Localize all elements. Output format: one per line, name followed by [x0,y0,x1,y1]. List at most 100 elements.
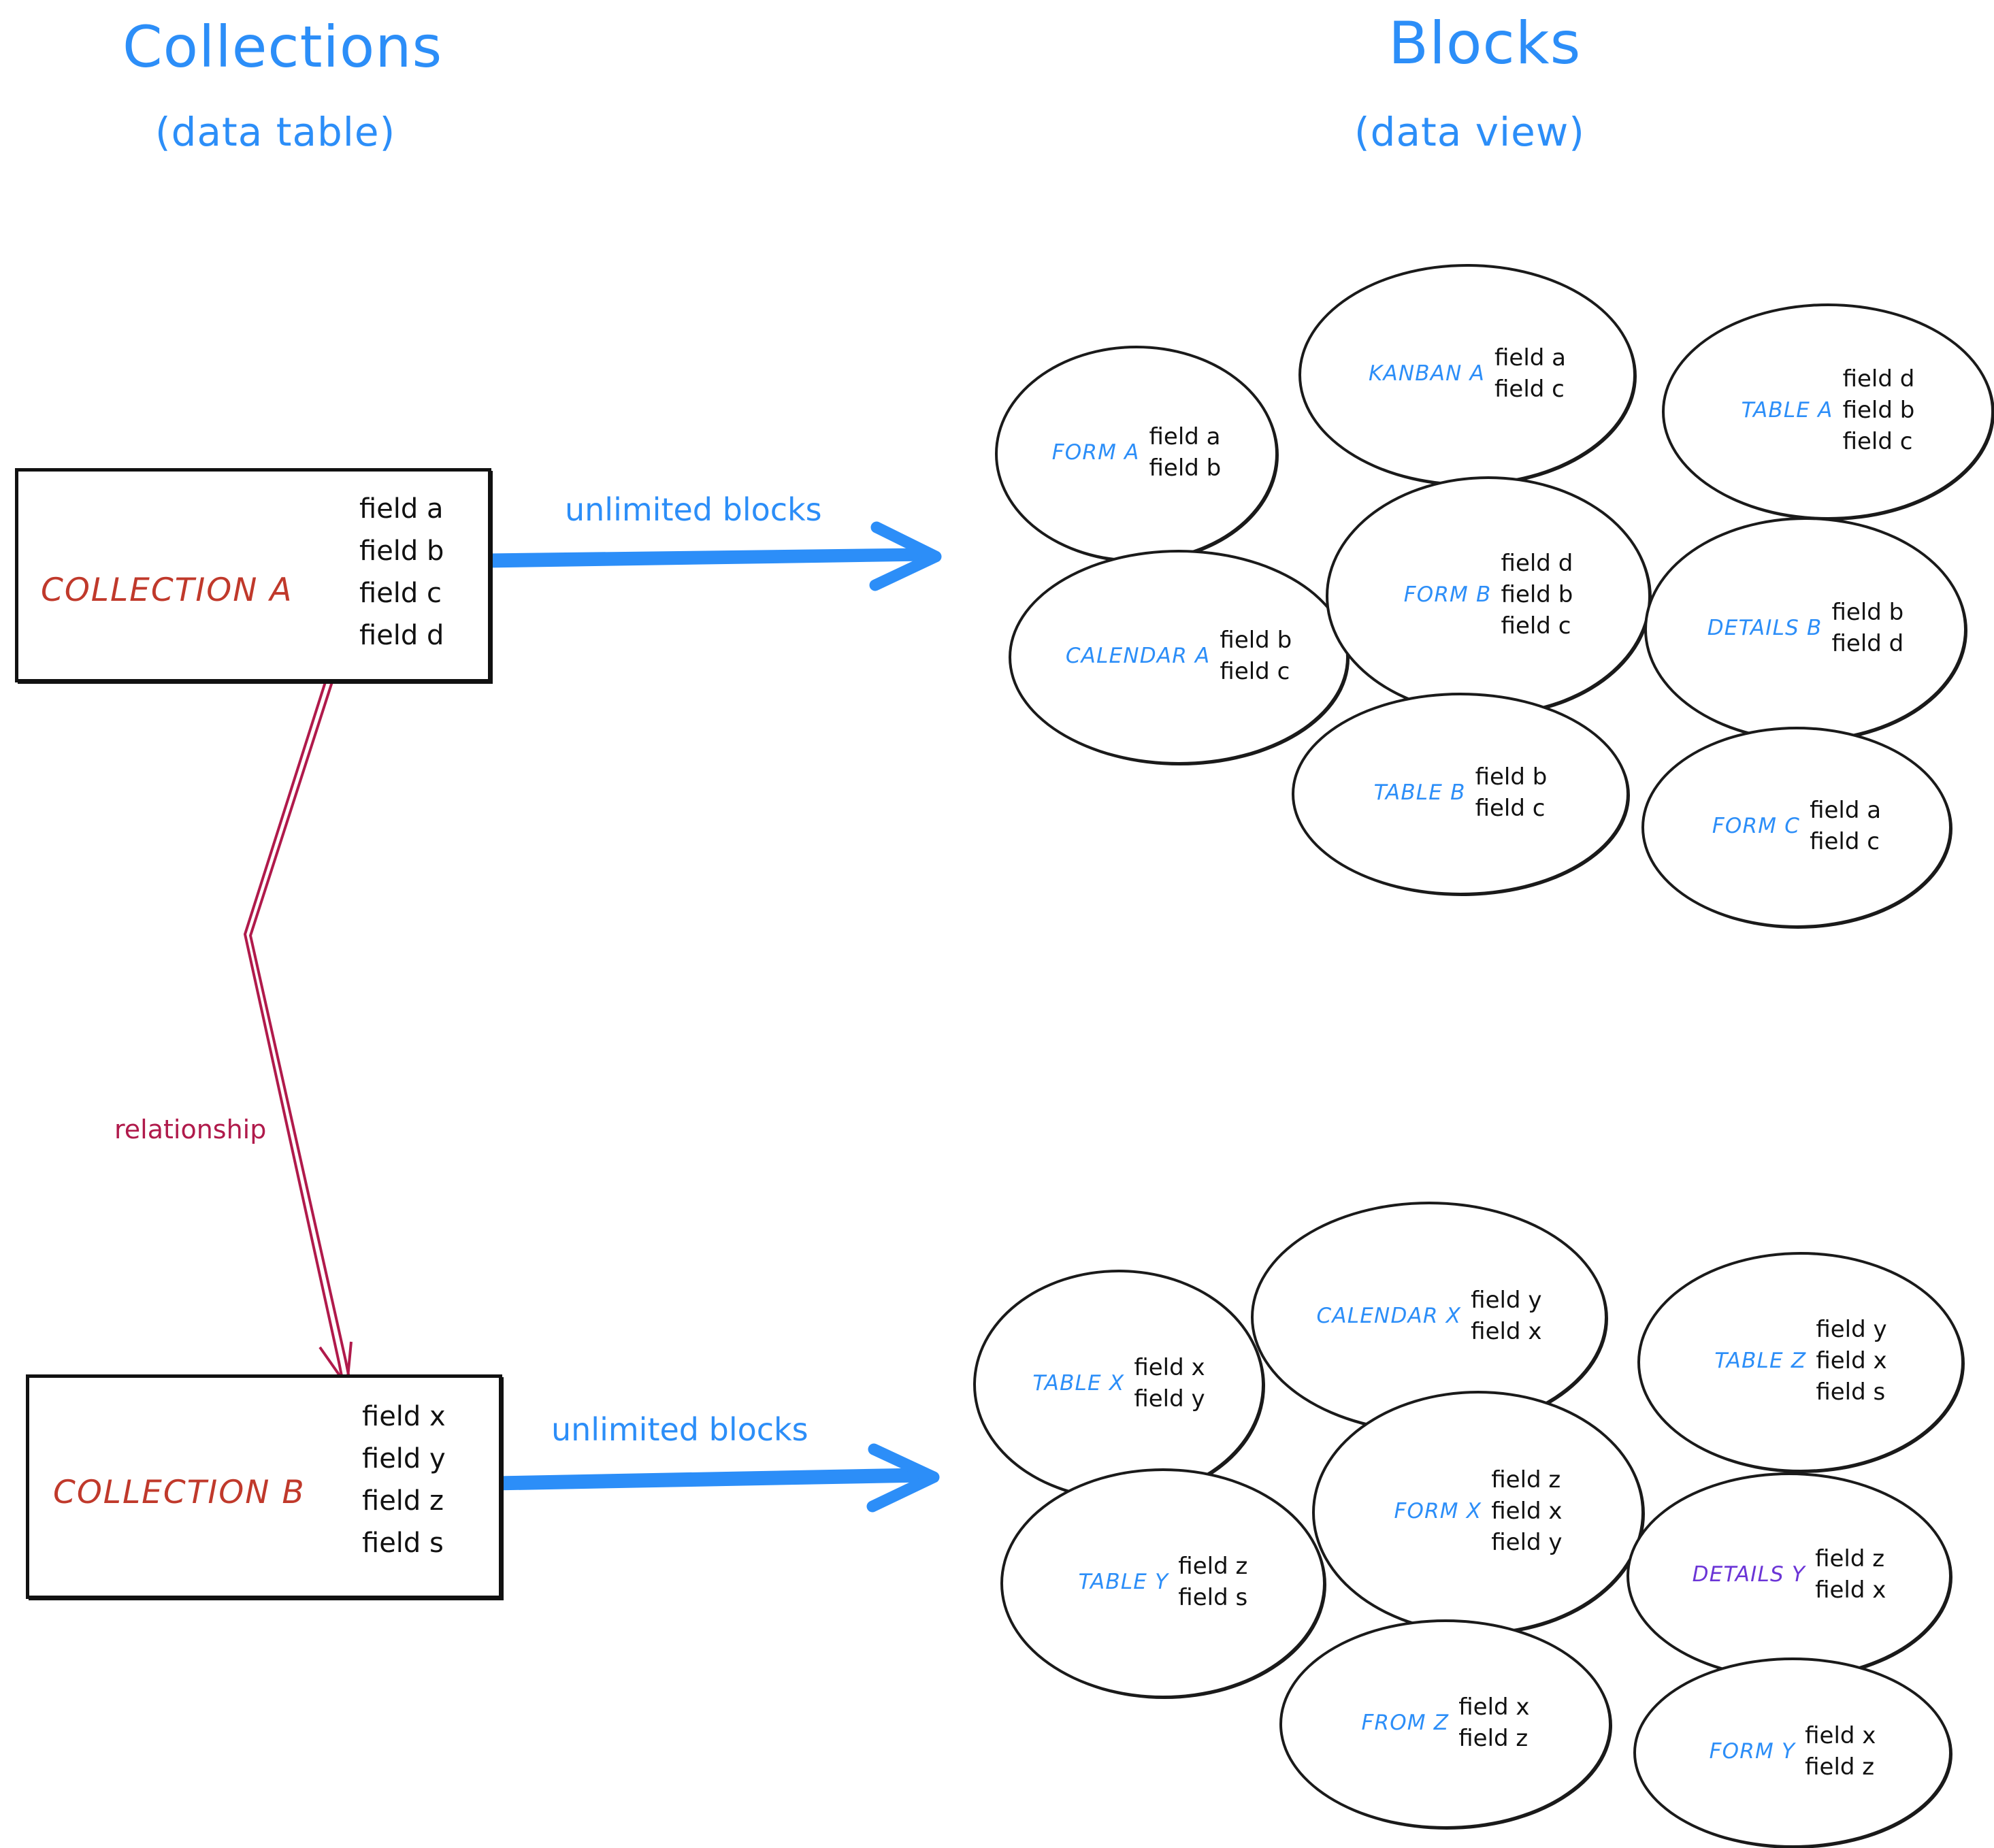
block-field-list: field d field b field c [1501,552,1573,638]
block-field-list: field z field x [1815,1547,1886,1602]
block-label: FORM A [1051,440,1140,465]
block-label: FROM Z [1361,1711,1450,1735]
block-field: field z [1805,1753,1875,1781]
block-field-list: field x field y [1134,1356,1205,1410]
block-field-list: field z field s [1178,1555,1247,1609]
arrow-label-unlimited-blocks-bottom: unlimited blocks [551,1411,808,1448]
block-field: field c [1842,428,1913,455]
page-title-blocks: Blocks [1388,10,1582,78]
block-node-calendar-x[interactable]: CALENDAR X field y field x [1251,1202,1607,1433]
block-field: field a [1149,423,1221,450]
block-node-table-a[interactable]: TABLE A field d field b field c [1662,303,1994,520]
collection-a-field: field d [359,620,444,651]
block-label: TABLE B [1373,780,1466,805]
block-field-list: field z field x field y [1491,1468,1562,1554]
collection-b-field: field y [362,1443,446,1474]
collection-a-box[interactable] [15,468,491,682]
block-field: field s [1178,1584,1248,1611]
block-field: field b [1220,627,1292,654]
block-node-details-y[interactable]: DETAILS Y field z field x [1627,1472,1952,1679]
collection-b-box[interactable] [26,1374,502,1599]
block-field: field d [1831,630,1904,657]
block-field-list: field d field b field c [1843,367,1915,453]
block-node-details-b[interactable]: DETAILS B field b field d [1644,517,1967,742]
block-label: DETAILS B [1707,616,1823,640]
block-label: TABLE Z [1714,1349,1807,1373]
block-field: field b [1501,581,1573,608]
block-field: field a [1810,797,1882,824]
block-field: field c [1220,658,1290,685]
collection-a-field: field c [359,578,442,609]
block-field: field y [1816,1316,1887,1343]
block-field: field z [1815,1545,1885,1572]
block-field-list: field x field z [1458,1696,1529,1750]
block-label: TABLE Y [1078,1570,1169,1594]
collection-b-field: field x [362,1401,446,1432]
arrow-unlimited-blocks-bottom [489,1443,940,1513]
block-node-form-b[interactable]: FORM B field d field b field c [1326,476,1651,716]
block-field: field y [1491,1529,1563,1556]
block-field: field x [1471,1318,1542,1345]
block-field: field z [1458,1725,1529,1752]
block-field: field b [1831,599,1904,626]
block-field: field x [1134,1354,1205,1381]
block-node-table-b[interactable]: TABLE B field b field c [1292,693,1629,895]
collection-b-field: field s [362,1528,444,1559]
collection-b-field: field z [362,1485,444,1517]
collection-a-field-list: field a field b field c field d [359,495,444,649]
arrow-label-unlimited-blocks-top: unlimited blocks [565,491,822,528]
subtitle-blocks: (data view) [1354,109,1585,155]
block-node-form-y[interactable]: FORM Y field x field z [1633,1657,1952,1848]
block-label: CALENDAR X [1316,1304,1462,1328]
collection-b-field-list: field x field y field z field s [362,1403,446,1557]
block-field: field a [1494,344,1567,372]
block-field-list: field a field b [1149,425,1222,480]
block-field: field c [1475,795,1546,822]
subtitle-collections: (data table) [155,109,396,155]
block-field: field c [1494,376,1565,403]
block-node-table-y[interactable]: TABLE Y field z field s [1000,1468,1326,1698]
block-field: field x [1491,1498,1563,1525]
block-node-form-c[interactable]: FORM C field a field c [1641,727,1952,928]
block-field-list: field y field x field s [1816,1318,1886,1404]
block-node-form-x[interactable]: FORM X field z field x field y [1312,1391,1644,1634]
collection-a-field: field b [359,535,444,567]
block-field: field x [1815,1577,1886,1604]
block-label: TABLE X [1032,1371,1125,1396]
block-field: field b [1149,455,1222,482]
page-title-collections: Collections [122,14,443,80]
block-field: field x [1805,1722,1876,1749]
block-node-calendar-a[interactable]: CALENDAR A field b field c [1009,550,1349,765]
block-label: FORM C [1712,814,1801,838]
block-field: field y [1471,1287,1542,1314]
block-field: field z [1491,1466,1561,1494]
block-node-kanban-a[interactable]: KANBAN A field a field c [1298,264,1636,486]
block-node-from-z[interactable]: FROM Z field x field z [1279,1619,1612,1829]
block-field: field x [1816,1347,1887,1374]
block-field-list: field a field c [1810,799,1881,853]
block-label: CALENDAR A [1065,644,1211,668]
block-node-table-x[interactable]: TABLE X field x field y [973,1270,1264,1500]
block-field: field c [1501,612,1571,640]
collection-b-name: COLLECTION B [53,1474,306,1511]
block-field: field b [1842,397,1915,424]
collection-a-name: COLLECTION A [41,572,293,609]
block-field: field d [1842,365,1915,393]
collection-a-field: field a [359,493,444,525]
arrow-unlimited-blocks-top [480,521,942,591]
arrow-label-relationship: relationship [114,1115,267,1144]
block-field-list: field b field c [1220,629,1292,683]
arrow-relationship [244,656,353,1390]
block-field: field b [1475,763,1548,791]
block-field: field y [1134,1385,1205,1413]
block-label: DETAILS Y [1692,1562,1806,1587]
block-node-form-a[interactable]: FORM A field a field b [995,346,1278,562]
block-label: FORM B [1403,582,1492,607]
block-field-list: field x field z [1805,1724,1876,1779]
block-node-table-z[interactable]: TABLE Z field y field x field s [1637,1252,1964,1472]
block-field-list: field y field x [1471,1289,1541,1343]
block-field-list: field a field c [1494,346,1566,401]
block-label: TABLE A [1741,398,1833,423]
block-label: KANBAN A [1368,361,1486,386]
